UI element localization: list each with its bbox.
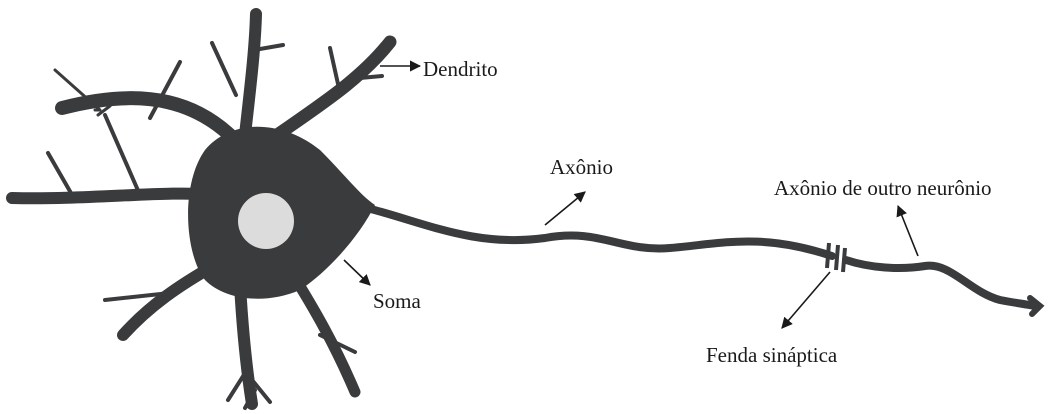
dendrite bbox=[240, 285, 252, 404]
arrow-axonio bbox=[545, 192, 585, 225]
synaptic-cleft bbox=[827, 243, 845, 272]
nucleus bbox=[238, 193, 294, 249]
arrow-outro-axonio bbox=[898, 206, 918, 256]
dendrite-branch bbox=[360, 76, 382, 78]
dendrite bbox=[123, 265, 215, 335]
soma-label: Soma bbox=[373, 291, 421, 312]
fenda-sinaptica-label: Fenda sináptica bbox=[706, 345, 837, 366]
dendrite bbox=[12, 194, 215, 199]
axon-tail bbox=[846, 260, 1035, 306]
arrow-fenda bbox=[782, 272, 830, 328]
dendrite-branch bbox=[105, 115, 140, 195]
outro-axonio-label: Axônio de outro neurônio bbox=[774, 178, 992, 199]
axonio-label: Axônio bbox=[550, 157, 613, 178]
dendrito-label: Dendrito bbox=[423, 59, 498, 80]
axon bbox=[355, 205, 832, 256]
dendrite-branch bbox=[212, 43, 236, 95]
arrow-soma bbox=[344, 260, 370, 285]
dendrite bbox=[245, 14, 256, 135]
